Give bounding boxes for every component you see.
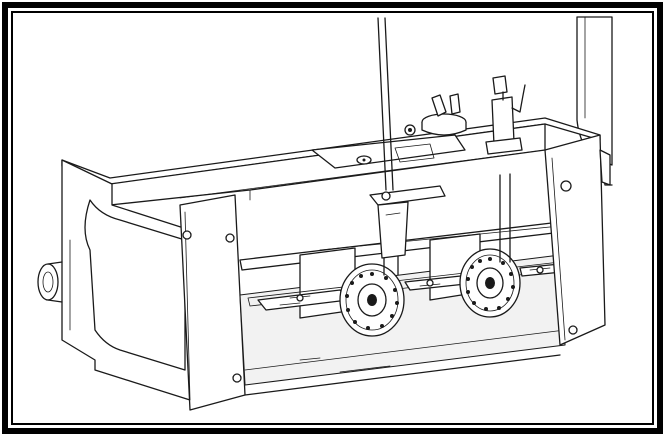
- front-left-bracket: [179, 194, 246, 411]
- top-deck: [109, 123, 546, 206]
- front-right-bracket: [544, 134, 611, 346]
- pilot-bracket: [369, 185, 446, 259]
- left-tube-fitting: [37, 261, 63, 303]
- left-side-panel: [61, 159, 191, 401]
- front-bottom-lip: [244, 354, 561, 396]
- inner-border: [11, 11, 654, 425]
- top-plate: [311, 134, 466, 169]
- left-disk-holes: [345, 272, 399, 330]
- thermocouple-wires: [377, 17, 394, 201]
- right-disk-holes: [466, 257, 515, 311]
- deck-bolts: [356, 155, 372, 165]
- left-burner-disk: [339, 263, 405, 337]
- igniter: [485, 75, 526, 155]
- thermostat-switch: [404, 93, 467, 136]
- right-burner-disk: [459, 248, 521, 318]
